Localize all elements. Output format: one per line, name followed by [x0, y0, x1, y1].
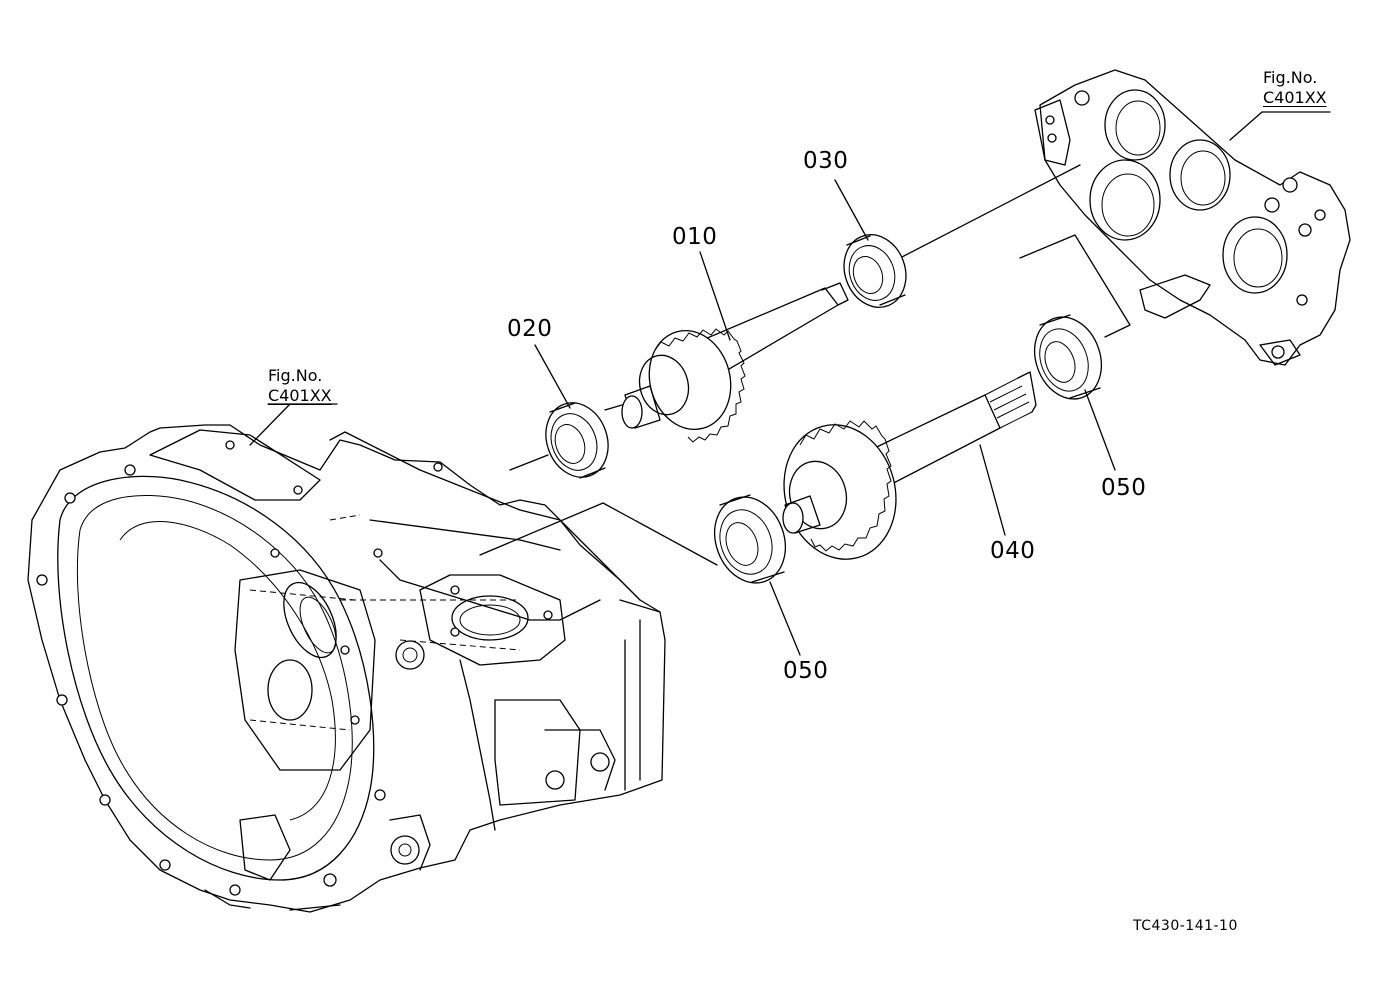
figure-ref-code: C401XX [1263, 88, 1327, 107]
bearing-030 [843, 234, 907, 308]
bearing-050-front [714, 494, 786, 584]
part-label-050-front: 050 [783, 658, 829, 684]
part-leader-lines [534, 179, 1116, 656]
part-label-020: 020 [507, 316, 553, 342]
shaft-gear-040 [782, 371, 1037, 560]
figure-ref-code: C401XX [268, 386, 332, 405]
part-label-010: 010 [672, 224, 718, 250]
bearing-050-rear [1034, 314, 1102, 400]
figure-ref-label: Fig.No. [268, 366, 323, 385]
bearing-020 [545, 402, 609, 479]
figure-ref-label: Fig.No. [1263, 68, 1318, 87]
shaft-gear-010 [621, 282, 849, 443]
rear-cover [1034, 69, 1351, 366]
figure-reference-upper-right: Fig.No. C401XX [1263, 68, 1327, 108]
part-label-040: 040 [990, 538, 1036, 564]
part-label-050-rear: 050 [1101, 475, 1147, 501]
part-label-030: 030 [803, 148, 849, 174]
figure-reference-left: Fig.No. C401XX [268, 366, 332, 406]
assembly-axis-lines [479, 164, 1131, 566]
transmission-housing [27, 403, 666, 913]
drawing-code: TC430-141-10 [1133, 918, 1238, 934]
